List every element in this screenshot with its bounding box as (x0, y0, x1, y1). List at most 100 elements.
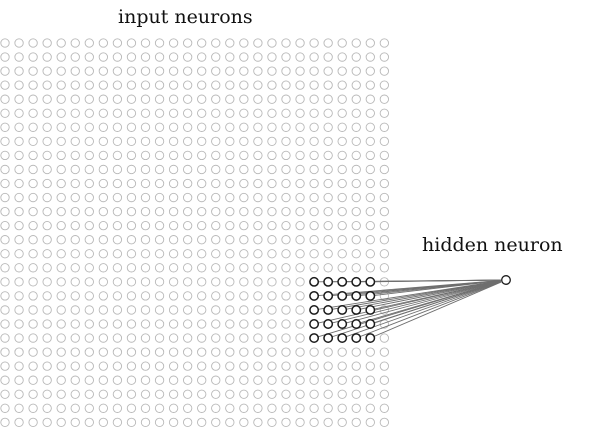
input-neuron (379, 66, 389, 76)
input-neuron (337, 122, 347, 132)
input-neuron (140, 220, 151, 231)
input-neuron (337, 389, 347, 399)
input-neuron (239, 178, 249, 189)
input-neuron (70, 178, 80, 189)
input-neuron (70, 375, 80, 385)
input-neuron (239, 263, 249, 273)
input-neuron (379, 192, 389, 203)
input-neuron (126, 52, 137, 62)
input-neuron (14, 136, 24, 147)
input-neuron (211, 136, 221, 147)
input-neuron (42, 150, 52, 161)
input-neuron (225, 178, 235, 189)
receptive-field-neuron (309, 290, 320, 301)
input-neuron (281, 263, 291, 273)
input-neuron (182, 361, 193, 371)
input-neuron (0, 375, 10, 385)
input-neuron (281, 220, 291, 231)
receptive-field-neuron (323, 333, 334, 343)
input-neuron (0, 206, 10, 217)
input-neuron (225, 164, 235, 175)
input-neuron (267, 38, 277, 48)
input-neuron (281, 333, 291, 343)
input-neuron (197, 291, 207, 301)
input-neuron (267, 291, 277, 301)
input-neuron (267, 206, 277, 217)
input-neuron (28, 417, 38, 427)
input-neuron (112, 80, 123, 90)
input-neuron (239, 122, 249, 132)
input-neuron (112, 164, 123, 175)
input-neuron (379, 417, 389, 427)
input-neuron (84, 305, 94, 315)
input-neuron (168, 361, 179, 371)
input-neuron (225, 319, 235, 329)
input-neuron (42, 38, 52, 48)
input-neuron (0, 220, 10, 231)
input-neuron (351, 178, 361, 189)
input-neuron (337, 94, 347, 104)
hidden-neuron-label: hidden neuron (422, 234, 563, 256)
input-neuron (239, 94, 249, 104)
input-neuron (168, 136, 179, 147)
input-neuron (323, 122, 333, 132)
input-neuron (42, 389, 52, 399)
input-neuron (140, 94, 151, 104)
input-neuron (365, 192, 375, 203)
input-neuron (112, 375, 123, 385)
input-neuron (253, 52, 263, 62)
input-neuron (211, 333, 221, 343)
input-neuron (154, 417, 165, 427)
input-neuron (309, 122, 319, 132)
input-neuron (168, 375, 179, 385)
input-neuron (70, 164, 80, 175)
input-neuron (309, 38, 319, 48)
input-neuron (14, 375, 24, 385)
input-neuron (182, 164, 193, 175)
receptive-field-neuron (323, 305, 334, 315)
input-neuron (309, 108, 319, 118)
input-neuron (28, 220, 38, 231)
input-neuron (351, 80, 361, 90)
input-neuron (337, 375, 347, 385)
input-neuron (84, 136, 94, 147)
input-neuron (295, 361, 305, 371)
input-neuron (56, 361, 66, 371)
input-neuron (154, 164, 165, 175)
input-neuron (253, 347, 263, 357)
input-neuron (42, 178, 52, 189)
input-neuron (309, 403, 319, 413)
input-neuron (211, 249, 221, 259)
input-neuron (140, 80, 151, 90)
input-neuron (253, 291, 263, 301)
input-neuron (182, 178, 193, 189)
input-neuron (84, 94, 94, 104)
input-neuron (154, 389, 165, 399)
input-neuron (211, 150, 221, 161)
input-neuron (295, 150, 305, 161)
input-neuron (197, 136, 207, 147)
input-neuron (56, 291, 66, 301)
input-neuron (309, 263, 319, 273)
input-neuron (70, 347, 80, 357)
input-neuron (140, 361, 151, 371)
input-neuron (365, 375, 375, 385)
input-neuron (84, 52, 94, 62)
input-neuron (323, 235, 333, 245)
input-neuron (112, 52, 123, 62)
input-neuron (295, 305, 305, 315)
input-neuron (84, 319, 94, 329)
input-neuron (323, 66, 333, 76)
input-neuron (42, 375, 52, 385)
input-neuron (379, 80, 389, 90)
input-neuron (56, 263, 66, 273)
input-neuron (225, 80, 235, 90)
input-neuron (98, 249, 109, 259)
input-neuron (140, 263, 151, 273)
input-neuron (211, 206, 221, 217)
input-neuron (140, 333, 151, 343)
input-neuron (126, 178, 137, 189)
input-neuron (70, 235, 80, 245)
input-neuron (281, 94, 291, 104)
input-neuron (56, 80, 66, 90)
